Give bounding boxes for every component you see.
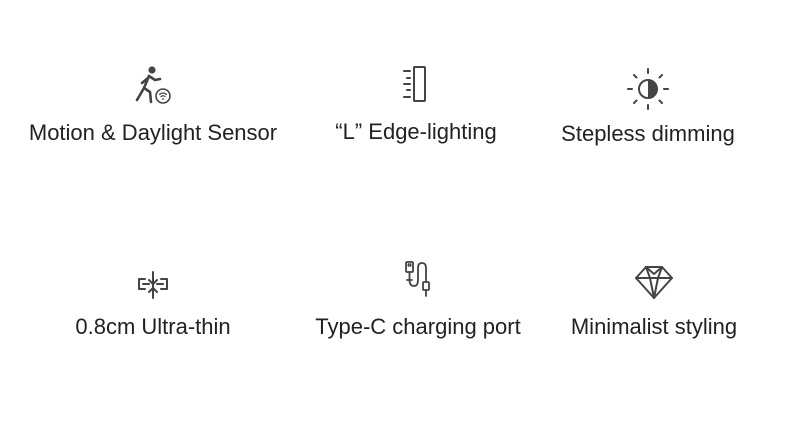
feature-minimalist: Minimalist styling xyxy=(524,256,784,340)
usb-c-cable-icon xyxy=(394,256,442,304)
feature-label: Motion & Daylight Sensor xyxy=(28,120,278,145)
feature-edge-lighting: “L” Edge-lighting xyxy=(286,61,546,145)
feature-ultra-thin: 0.8cm Ultra-thin xyxy=(23,256,283,340)
feature-stepless-dimming: Stepless dimming xyxy=(518,63,778,147)
feature-motion-sensor: Motion & Daylight Sensor xyxy=(23,62,283,146)
ultra-thin-icon xyxy=(129,256,177,304)
feature-label: 0.8cm Ultra-thin xyxy=(75,314,231,339)
edge-lighting-icon xyxy=(392,61,440,109)
feature-type-c: Type-C charging port xyxy=(288,256,548,340)
brightness-icon xyxy=(624,63,672,111)
feature-label: Minimalist styling xyxy=(570,314,738,339)
motion-sensor-icon xyxy=(129,62,177,110)
diamond-icon xyxy=(630,256,678,304)
feature-label: Stepless dimming xyxy=(561,121,735,146)
feature-label: “L” Edge-lighting xyxy=(335,119,497,144)
feature-label: Type-C charging port xyxy=(315,314,521,339)
